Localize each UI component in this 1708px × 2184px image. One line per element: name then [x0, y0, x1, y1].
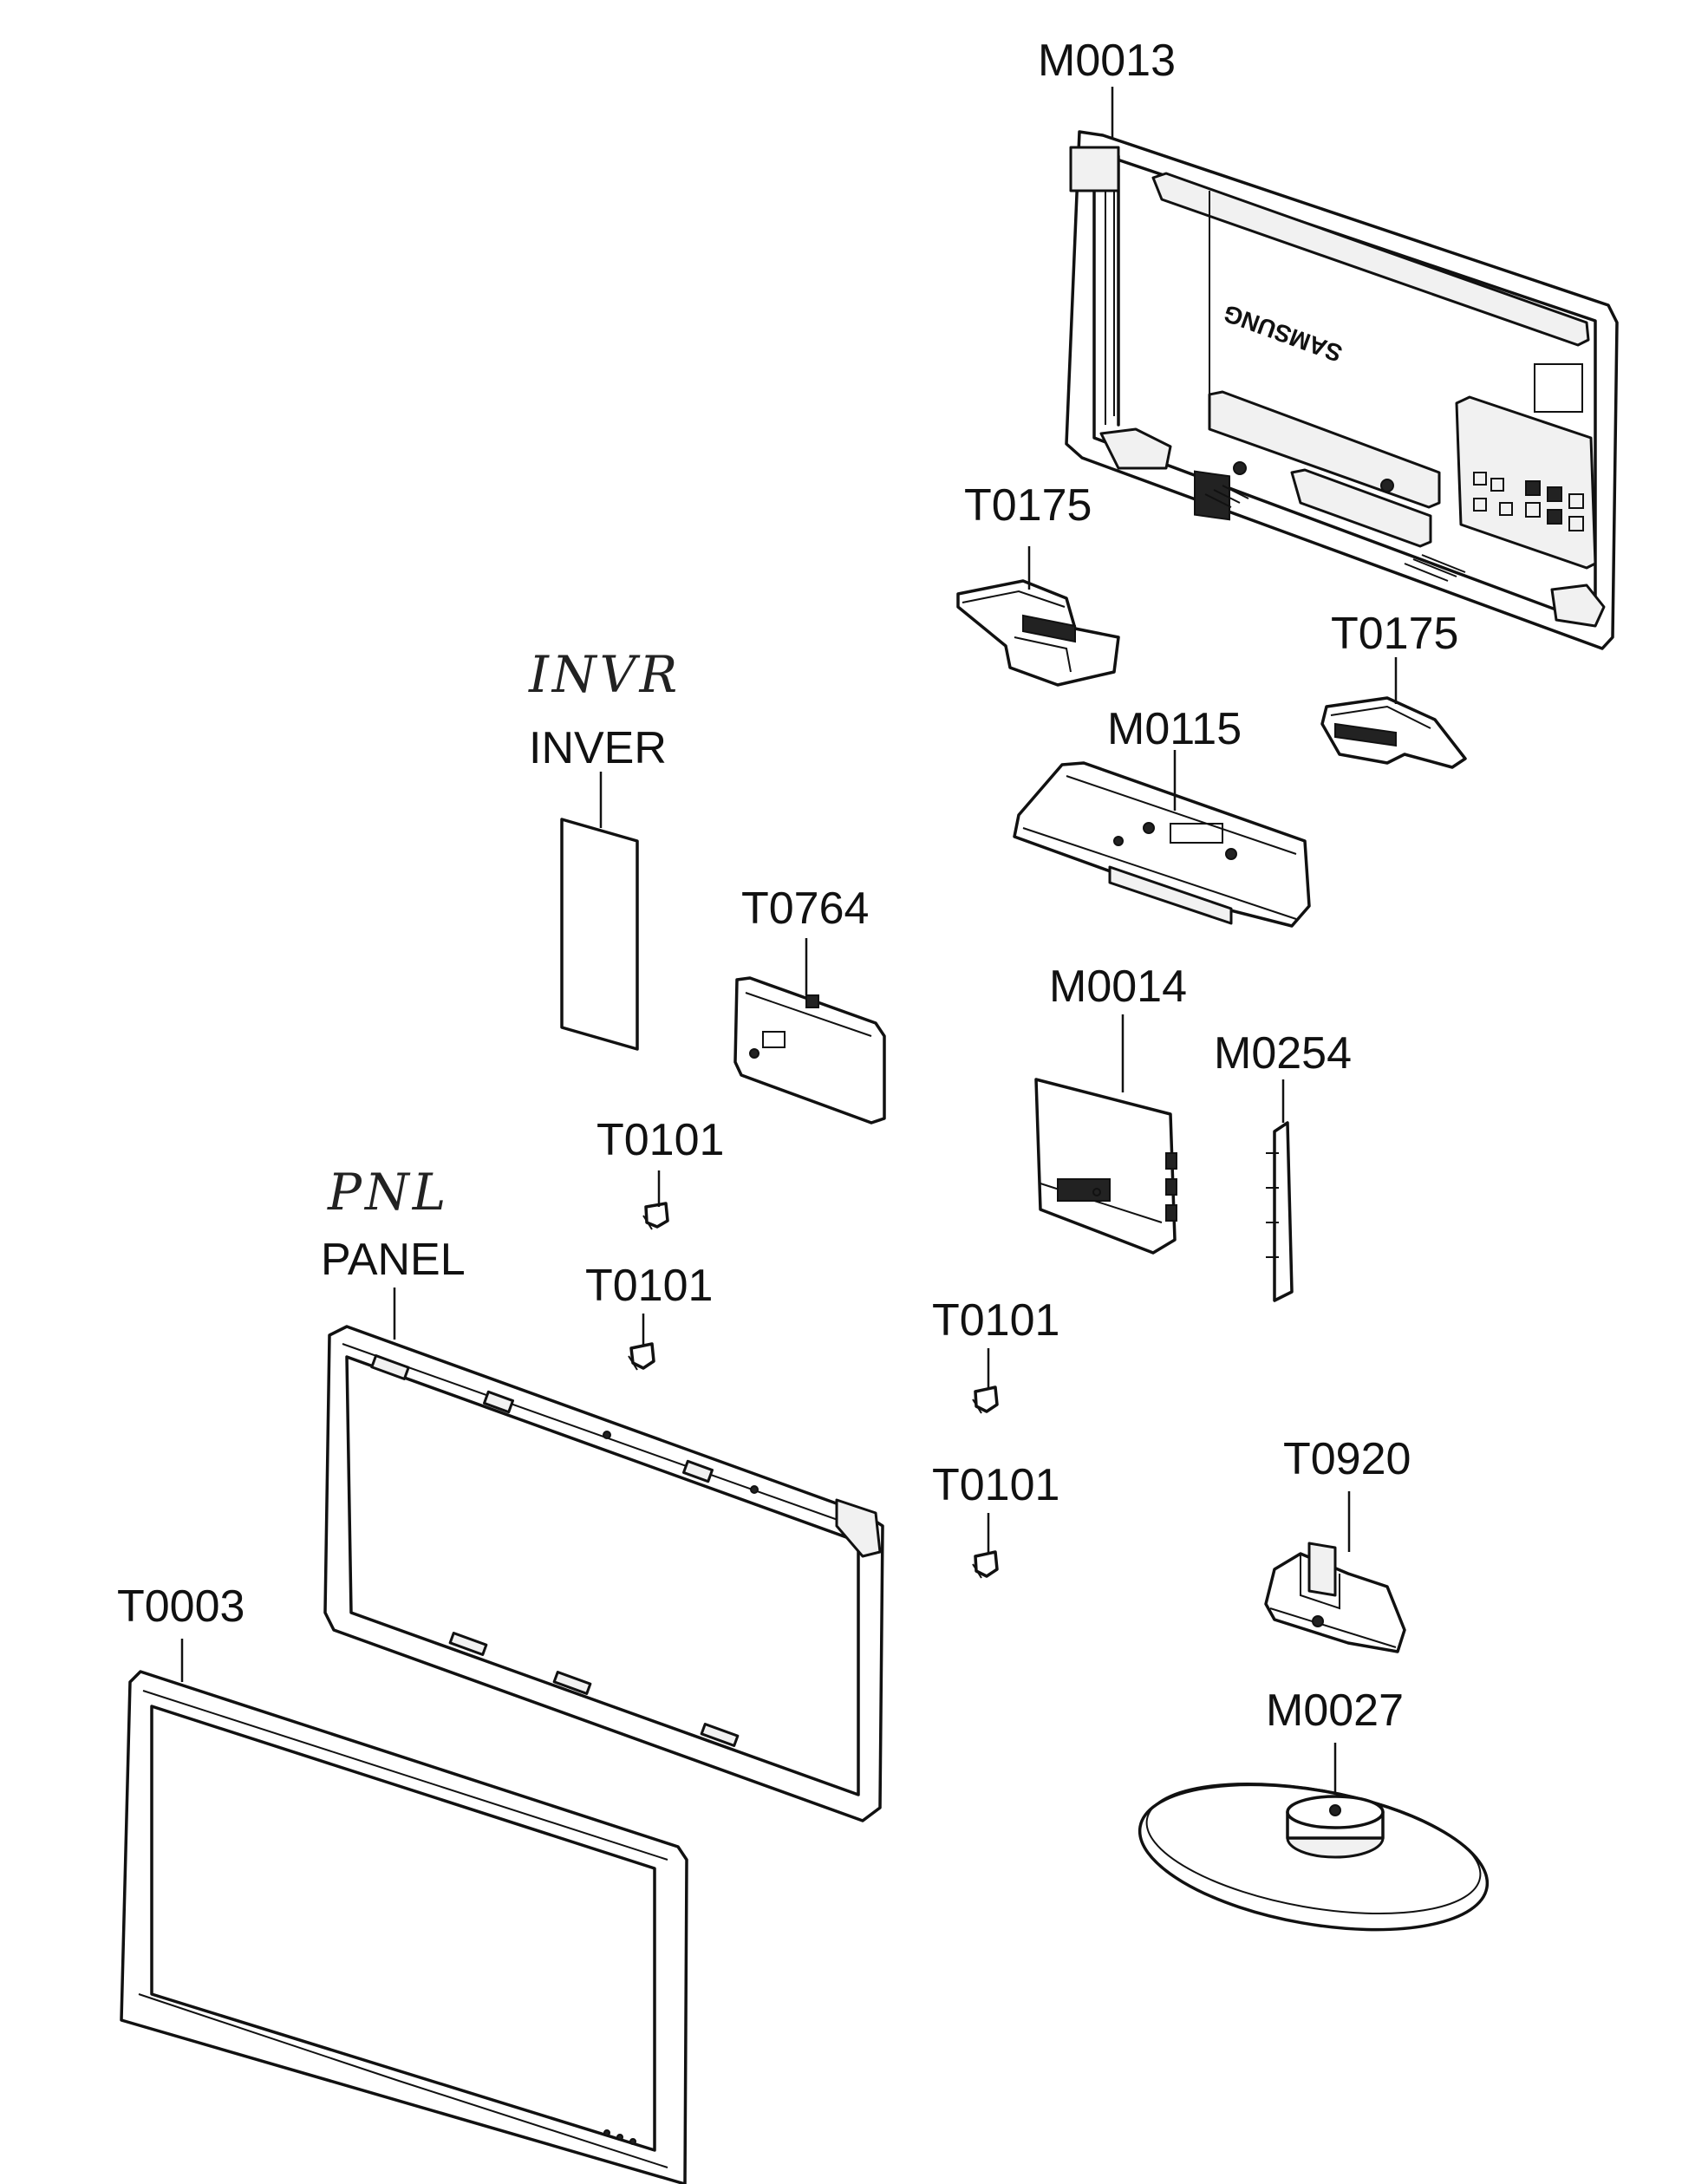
clip-t0101-a — [642, 1202, 669, 1230]
handwritten-note-invr: INVR — [528, 645, 681, 704]
side-bar-m0254 — [1266, 1121, 1294, 1302]
clip-t0101-b — [628, 1342, 655, 1371]
label-m0027: M0027 — [1266, 1685, 1404, 1736]
stand-base-m0027 — [1138, 1782, 1490, 1932]
bracket-m0115 — [1013, 761, 1311, 928]
speaker-t0175-right — [1320, 696, 1467, 769]
clip-t0101-d — [972, 1550, 999, 1579]
rear-cover-m0013: SAMSUNG — [1065, 130, 1619, 650]
front-bezel-t0003 — [120, 1670, 688, 2184]
inverter-board-inver — [560, 818, 639, 1051]
stand-neck-t0920 — [1264, 1542, 1406, 1653]
label-t0175-left: T0175 — [964, 480, 1092, 531]
label-inver: INVER — [529, 723, 667, 773]
label-t0003: T0003 — [117, 1581, 244, 1632]
label-t0764: T0764 — [741, 883, 869, 934]
label-m0014: M0014 — [1049, 962, 1187, 1012]
label-t0101-c: T0101 — [932, 1295, 1059, 1346]
speaker-t0175-left — [956, 579, 1120, 687]
label-t0101-b: T0101 — [585, 1261, 713, 1311]
label-m0254: M0254 — [1214, 1028, 1352, 1079]
clip-t0101-c — [972, 1385, 999, 1414]
label-m0013: M0013 — [1038, 36, 1176, 86]
label-t0101-a: T0101 — [596, 1115, 724, 1165]
io-connector-block — [1473, 472, 1584, 531]
label-t0920: T0920 — [1283, 1434, 1411, 1484]
label-t0101-d: T0101 — [932, 1460, 1059, 1510]
main-board-m0014 — [1034, 1078, 1177, 1255]
lcd-panel — [323, 1325, 884, 1822]
label-panel: PANEL — [321, 1235, 466, 1285]
label-t0175-right: T0175 — [1331, 609, 1458, 659]
label-m0115: M0115 — [1107, 704, 1242, 754]
handwritten-note-pnl: PNL — [327, 1163, 449, 1222]
board-t0764 — [733, 976, 886, 1125]
